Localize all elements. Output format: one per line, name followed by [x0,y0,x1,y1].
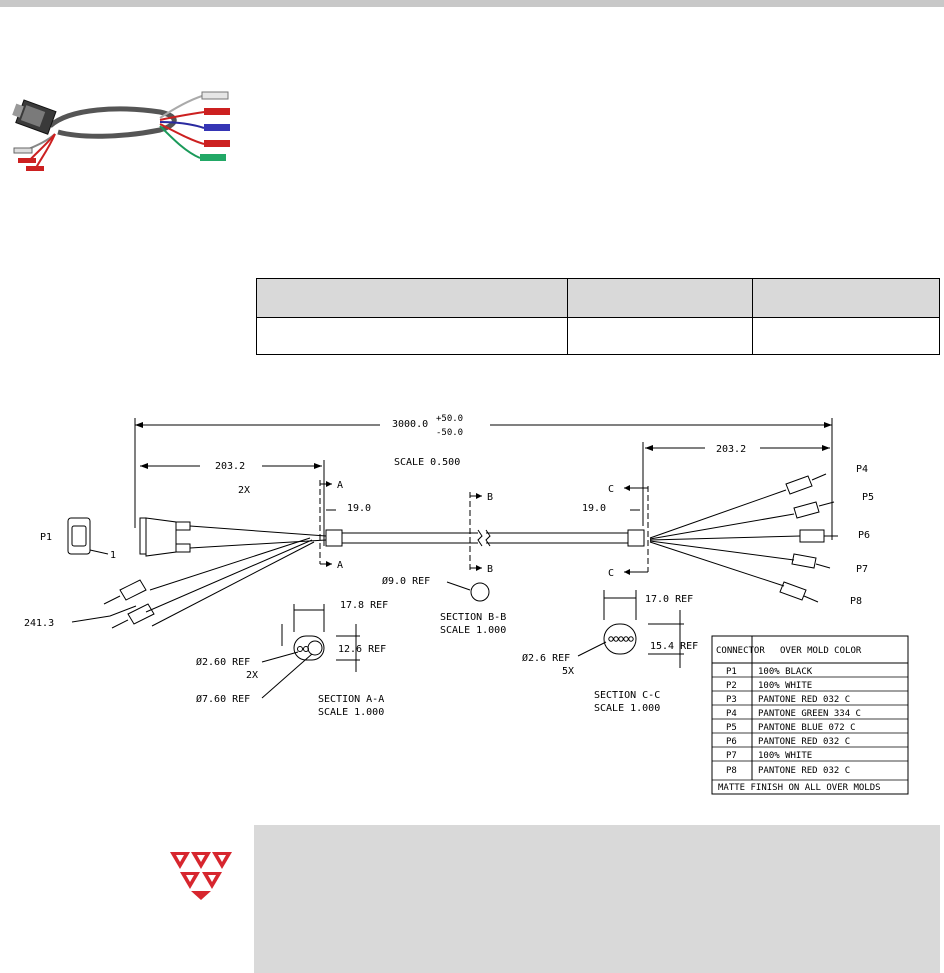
cut-a-bottom: A [337,560,343,571]
table-cell-connector: P5 [726,723,737,733]
table-cell-connector: P8 [726,766,737,776]
table-header-connector: CONNECTOR [716,646,765,656]
table-header-color: OVER MOLD COLOR [780,646,862,656]
dim-right: 203.2 [716,444,746,455]
aa-height: 12.6 REF [338,644,386,655]
spec-table-header [256,278,940,318]
section-cc-scale: SCALE 1.000 [594,703,660,714]
table-cell-color: PANTONE GREEN 334 C [758,709,861,719]
spec-cell [752,317,940,355]
table-cell-color: 100% WHITE [758,751,812,761]
spec-cell [567,317,753,355]
table-cell-connector: P7 [726,751,737,761]
note-panel [254,825,940,973]
cable-drawing: 3000.0 +50.0 -50.0 203.2 2X 203.2 SCALE … [24,414,909,795]
table-cell-connector: P4 [726,709,737,719]
spec-header-cell [752,278,940,318]
table-cell-color: PANTONE RED 032 C [758,766,850,776]
spec-header-cell [256,278,568,318]
length-tol-plus: +50.0 [436,414,463,424]
spec-table [256,278,940,355]
drawing-scale: SCALE 0.500 [394,457,460,468]
table-cell-connector: P2 [726,681,737,691]
spec-cell [256,317,568,355]
dim-241: 241.3 [24,618,54,629]
cut-c-top: C [608,484,614,495]
label-p4: P4 [856,464,868,475]
section-bb-scale: SCALE 1.000 [440,625,506,636]
cut-a-top: A [337,480,343,491]
cc-qty: 5X [562,666,574,677]
label-p5: P5 [862,492,874,503]
cc-height: 15.4 REF [650,641,698,652]
label-p6: P6 [858,530,870,541]
length-tol-minus: -50.0 [436,428,463,438]
table-cell-connector: P1 [726,667,737,677]
cut-b-bottom: B [487,564,493,575]
aa-dia-small: Ø2.60 REF [196,656,250,668]
table-row [256,317,940,355]
table-cell-color: PANTONE RED 032 C [758,695,850,705]
dia-9: Ø9.0 REF [382,575,430,587]
dim-left: 203.2 [215,461,245,472]
brand-logo-icon [170,852,232,900]
section-bb-title: SECTION B-B [440,612,506,623]
table-cell-connector: P3 [726,695,737,705]
table-footer: MATTE FINISH ON ALL OVER MOLDS [718,783,881,793]
section-aa-title: SECTION A-A [318,694,384,705]
dim-19-right: 19.0 [582,503,606,514]
dim-19-left: 19.0 [347,503,371,514]
spec-header-cell [567,278,753,318]
cable-photo [12,91,230,171]
aa-qty: 2X [246,670,258,681]
section-cc-title: SECTION C-C [594,690,660,701]
cc-width: 17.0 REF [645,594,693,605]
cut-c-bottom: C [608,568,614,579]
length-main: 3000.0 [392,419,428,430]
label-p1: P1 [40,532,52,543]
cut-b-top: B [487,492,493,503]
section-aa-scale: SCALE 1.000 [318,707,384,718]
aa-dia-big: Ø7.60 REF [196,693,250,705]
dim-left-qty: 2X [238,485,250,496]
label-p7: P7 [856,564,868,575]
top-rule [0,0,944,7]
table-cell-connector: P6 [726,737,737,747]
label-p1-pin: 1 [110,550,116,561]
cc-dia: Ø2.6 REF [522,652,570,664]
table-cell-color: 100% BLACK [758,667,813,677]
table-cell-color: PANTONE RED 032 C [758,737,850,747]
color-table: CONNECTOR OVER MOLD COLOR P1 100% BLACK … [711,635,909,795]
aa-width: 17.8 REF [340,600,388,611]
label-p8: P8 [850,596,862,607]
table-cell-color: PANTONE BLUE 072 C [758,723,856,733]
table-cell-color: 100% WHITE [758,681,812,691]
